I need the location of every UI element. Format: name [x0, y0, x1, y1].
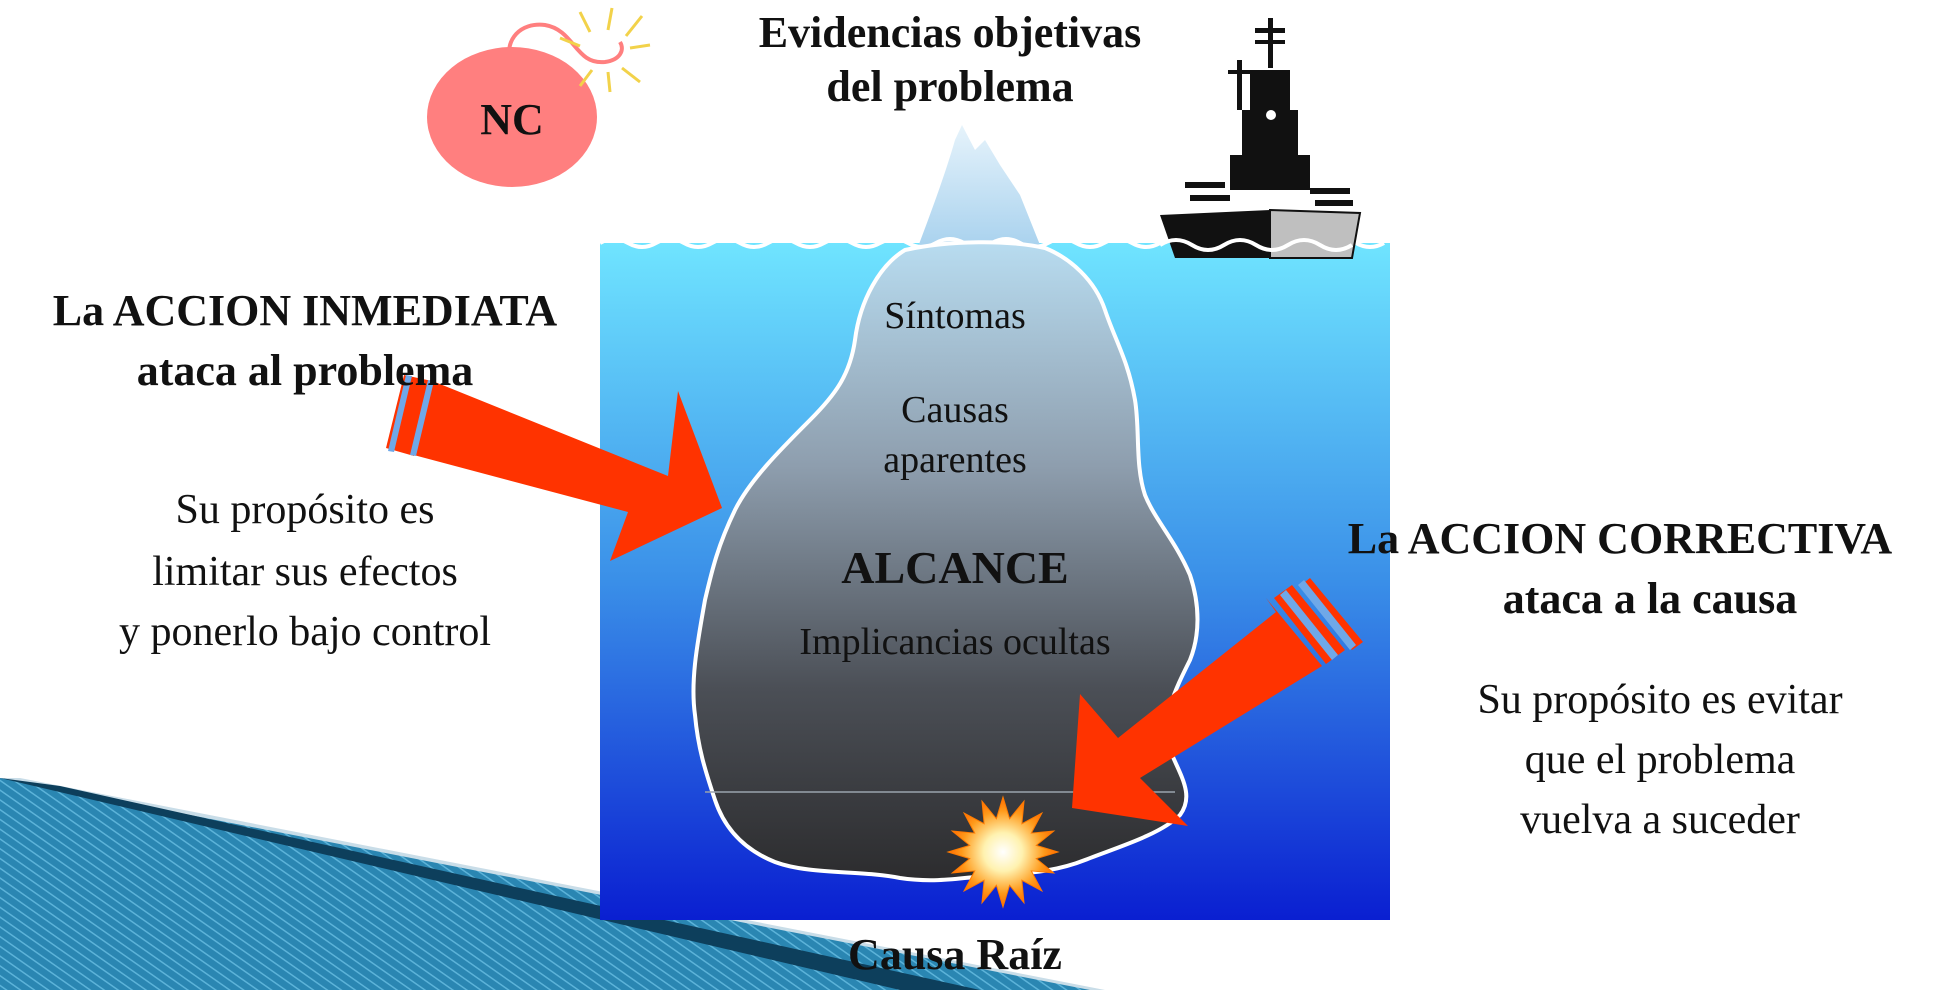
corner-decoration	[0, 778, 1105, 990]
right-heading-line2: ataca a la causa	[1502, 574, 1798, 623]
left-heading-line1: La ACCION INMEDIATA	[52, 286, 558, 335]
iceberg-label-aparentes: aparentes	[883, 439, 1027, 481]
left-purpose-line1: Su propósito es	[175, 487, 435, 533]
right-purpose-line3: vuelva a suceder	[1520, 797, 1800, 843]
bomb-label: NC	[480, 95, 544, 144]
explosion-star-icon	[946, 795, 1060, 909]
left-purpose-line2: limitar sus efectos	[152, 549, 458, 595]
iceberg-label-alcance: ALCANCE	[841, 542, 1069, 593]
top-caption-line2: del problema	[826, 62, 1074, 111]
right-heading-line1: La ACCION CORRECTIVA	[1347, 514, 1893, 563]
right-action-arrow	[1072, 578, 1363, 826]
iceberg-tip	[918, 125, 1040, 247]
bomb-icon	[427, 7, 651, 187]
top-caption-line1: Evidencias objetivas	[758, 8, 1142, 57]
iceberg-label-sintomas: Síntomas	[884, 295, 1026, 337]
right-purpose-line1: Su propósito es evitar	[1477, 677, 1843, 723]
ship-icon	[1158, 18, 1362, 259]
right-purpose-line2: que el problema	[1524, 737, 1796, 783]
root-cause-label: Causa Raíz	[848, 930, 1062, 979]
left-heading-line2: ataca al problema	[136, 346, 474, 395]
left-action-arrow	[386, 375, 722, 561]
iceberg-label-implicancias: Implicancias ocultas	[799, 621, 1111, 663]
iceberg-label-causas: Causas	[901, 389, 1009, 431]
left-purpose-line3: y ponerlo bajo control	[118, 609, 492, 655]
